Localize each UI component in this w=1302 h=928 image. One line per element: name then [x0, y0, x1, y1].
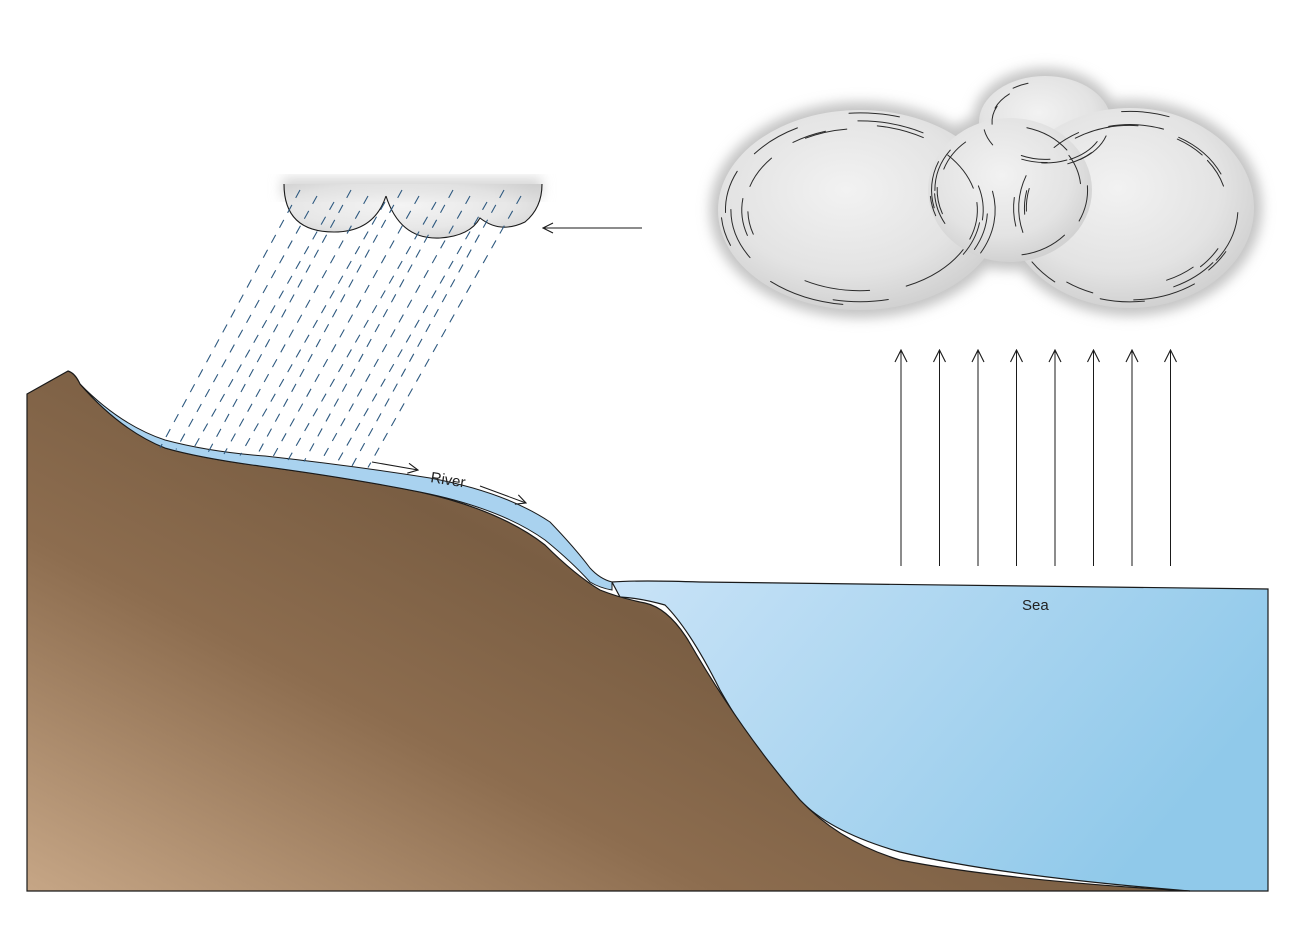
cloud-contour: [753, 127, 798, 155]
cloud-contour: [973, 213, 988, 250]
river-flow-arrow-1: [371, 461, 418, 470]
cloud-contour: [747, 211, 754, 235]
rain-cloud: [282, 178, 543, 239]
river-label: River: [429, 469, 466, 491]
cloud-contour: [936, 187, 943, 215]
cloud-contour: [991, 105, 998, 125]
cloud-contour: [931, 161, 939, 209]
cloud-contour: [857, 120, 924, 134]
rain-streak: [239, 201, 386, 456]
cloud-contour: [805, 128, 848, 139]
cloud-contour: [1026, 127, 1068, 151]
cloud-contour: [1206, 159, 1224, 187]
cloud-contour: [983, 129, 994, 146]
rain-streak: [271, 195, 420, 459]
rain-streak: [175, 195, 318, 450]
cloud-contour: [721, 217, 731, 246]
cloud-contour: [848, 112, 900, 118]
cloud-contour: [947, 154, 974, 189]
rain-streak: [287, 201, 437, 461]
cloud-contour: [1200, 248, 1219, 268]
cloud-contour: [792, 130, 826, 143]
cloud-contour: [1068, 154, 1081, 185]
rain-streak: [223, 195, 369, 455]
rain-streak: [335, 201, 488, 465]
cloud-contour: [1133, 283, 1195, 301]
cloud-contour: [934, 149, 951, 191]
cloud-contour: [724, 170, 738, 213]
sea-water: [611, 580, 1269, 892]
cloud-contour: [1066, 281, 1094, 294]
cloud-contour: [1178, 136, 1222, 175]
cloud-contour: [1067, 152, 1092, 165]
cloud-contour: [804, 280, 871, 292]
cloud-contour: [1041, 159, 1068, 164]
cloud-contour: [1012, 82, 1029, 89]
river-flow-arrow-2: [479, 485, 526, 503]
cloud-contour: [1023, 190, 1028, 215]
large-cloud: [710, 68, 1262, 318]
cloud-contour: [1173, 262, 1214, 288]
cloud-contour: [977, 185, 984, 221]
cloud-contour: [1078, 185, 1089, 222]
rain-streak: [351, 189, 505, 467]
rain-streak: [303, 189, 454, 462]
evaporation-arrows: [901, 351, 1171, 566]
cloud-contour: [876, 125, 924, 139]
cloud-contour: [1018, 175, 1027, 233]
cloud-contour: [1013, 197, 1017, 227]
cloud-contour: [969, 202, 978, 240]
cloud-contour: [980, 190, 996, 254]
rain: [159, 189, 522, 468]
cloud-contour: [1020, 155, 1051, 160]
cloud-contour: [962, 222, 980, 255]
cloud-contour: [1053, 132, 1080, 148]
cloud-contour: [934, 193, 946, 224]
cloud-contour: [905, 249, 964, 287]
cloud-contour: [1215, 212, 1239, 261]
cloud-contour: [1208, 251, 1227, 271]
cloud-contour: [1166, 266, 1194, 281]
cloud-contour: [1025, 188, 1030, 212]
river-water: [79, 383, 613, 591]
cloud-contour: [994, 93, 1010, 109]
cloud-contour: [730, 209, 751, 259]
cloud-contour: [1099, 298, 1145, 303]
cloud-contour: [1121, 110, 1170, 118]
rain-streak: [191, 201, 335, 452]
sea-label: Sea: [1022, 597, 1049, 614]
cloud-contour: [749, 157, 772, 187]
cloud-contour: [1176, 138, 1203, 156]
cloud-contour: [1074, 124, 1139, 139]
cloud-contour: [929, 195, 937, 217]
rain-streak: [159, 189, 301, 449]
cloud-contour: [832, 299, 889, 303]
cloud-contour: [1021, 234, 1065, 256]
rain-streak: [367, 195, 522, 468]
cloud-contour: [1031, 261, 1056, 283]
rain-streak: [319, 195, 471, 464]
cloud-contour: [943, 141, 967, 170]
cloud-contour: [741, 198, 748, 236]
cloud-contour: [770, 280, 844, 305]
cloud-contour: [1108, 124, 1164, 130]
